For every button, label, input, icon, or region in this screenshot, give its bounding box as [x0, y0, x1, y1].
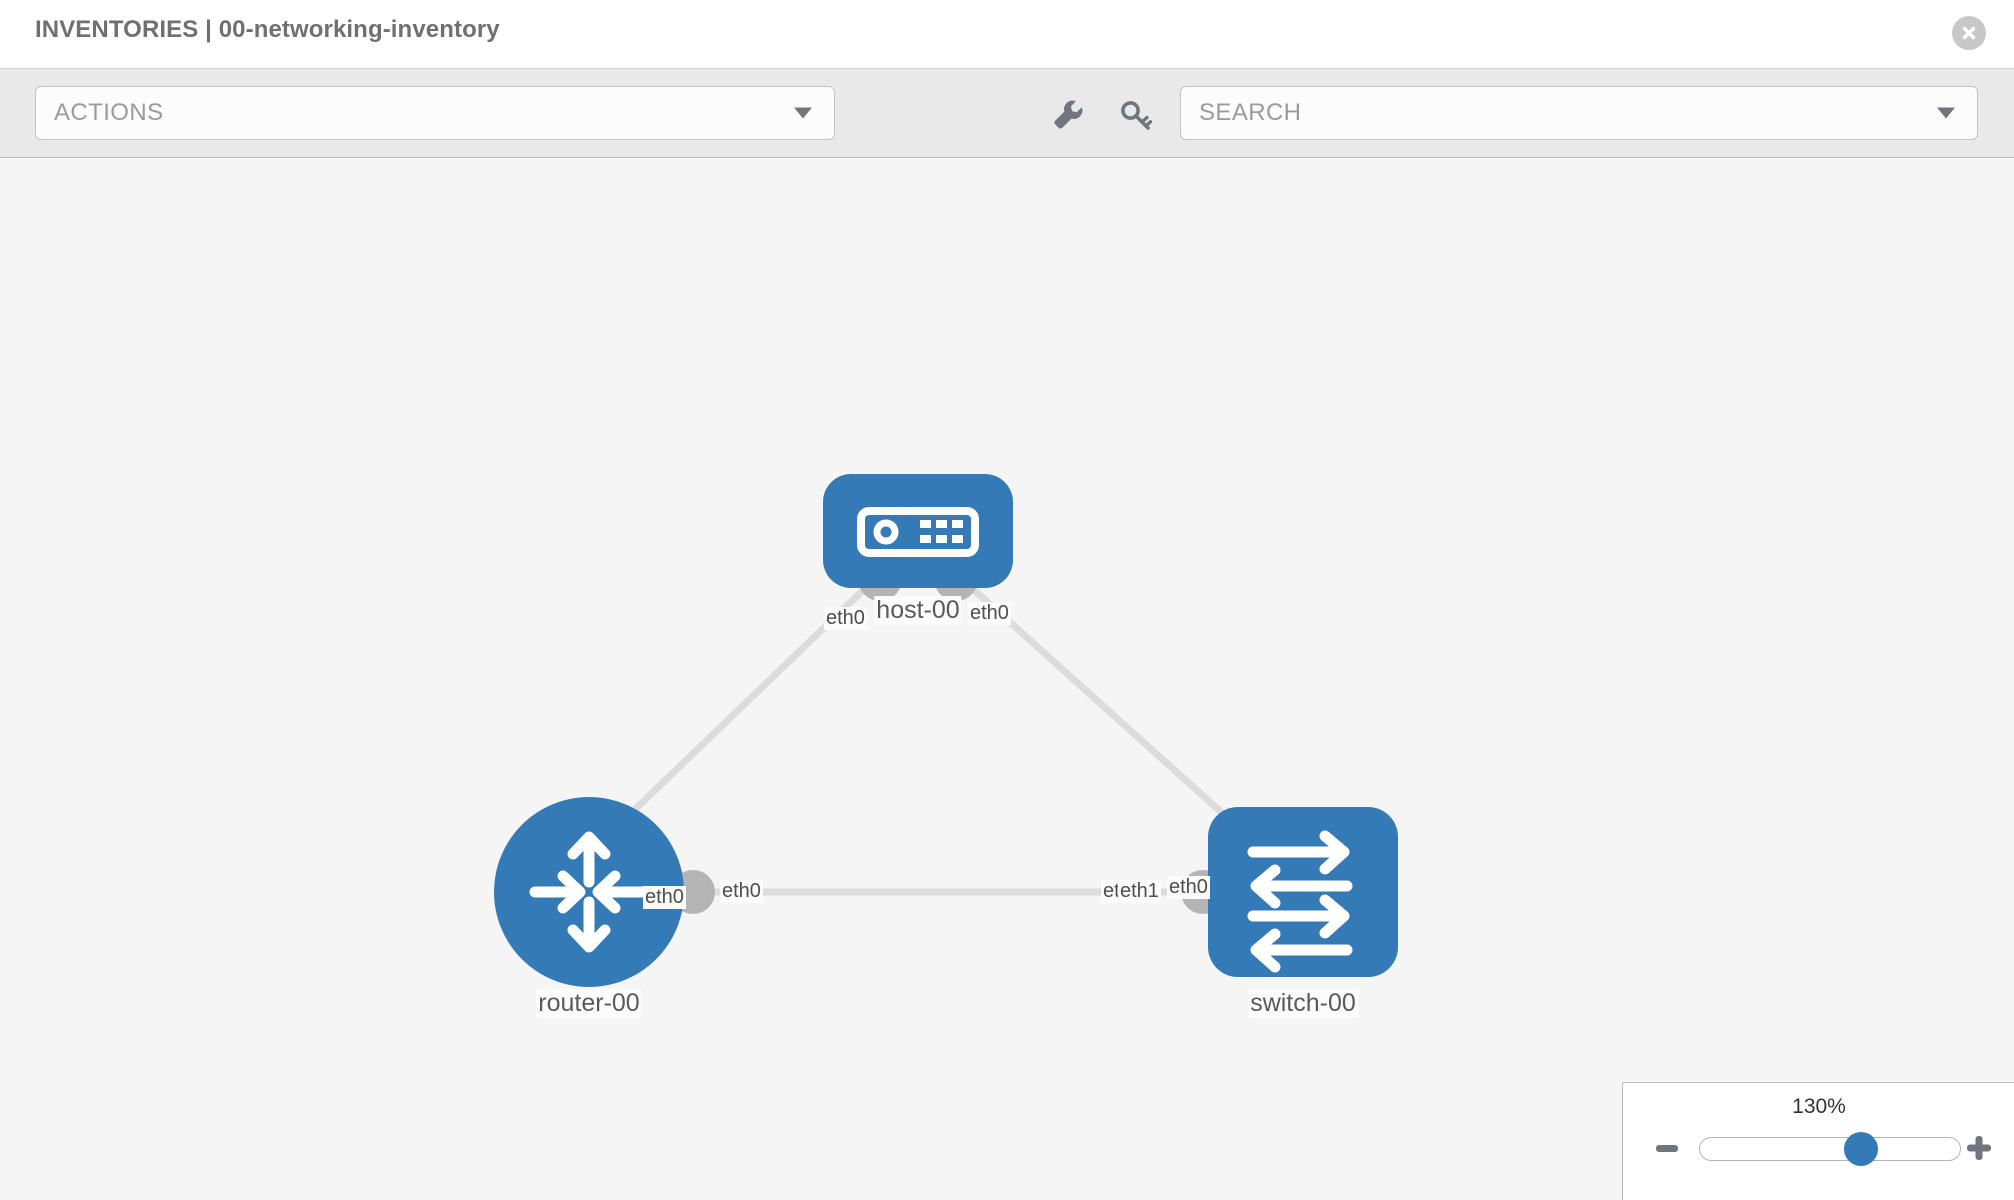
zoom-slider[interactable]	[1699, 1132, 1961, 1166]
node-label-router-00: router-00	[536, 989, 642, 1018]
node-host-00[interactable]	[823, 474, 1013, 588]
page-title: INVENTORIES | 00-networking-inventory	[35, 16, 500, 43]
zoom-out-button[interactable]	[1653, 1135, 1681, 1163]
node-router-00[interactable]	[494, 797, 684, 987]
close-icon	[1962, 26, 1976, 40]
topology-graph	[494, 474, 1398, 987]
minus-icon	[1656, 1145, 1678, 1152]
search-placeholder: SEARCH	[1199, 99, 1302, 126]
actions-dropdown[interactable]: ACTIONS	[35, 86, 835, 140]
wrench-icon[interactable]	[1050, 97, 1086, 133]
server-icon	[857, 507, 979, 557]
node-label-host-00: host-00	[874, 596, 962, 625]
edge-label-switch-left-2: eth1	[1118, 880, 1161, 903]
zoom-control-panel: 130%	[1622, 1082, 2014, 1200]
switch-arrows-icon	[1247, 830, 1353, 973]
key-icon[interactable]	[1118, 97, 1154, 133]
zoom-slider-handle[interactable]	[1844, 1132, 1878, 1166]
topology-canvas[interactable]: host-00 router-00 switch-00 eth0 eth0 et…	[0, 159, 2014, 1200]
close-button[interactable]	[1952, 16, 1986, 50]
toolbar: ACTIONS SEARCH	[0, 68, 2014, 158]
zoom-level-label: 130%	[1792, 1095, 1846, 1118]
edge-label-router-right: eth0	[720, 880, 763, 903]
chevron-down-icon	[794, 107, 812, 119]
edge-label-switch-top: eth0	[1167, 876, 1210, 899]
edge-label-host-left: eth0	[824, 607, 867, 630]
node-label-switch-00: switch-00	[1248, 989, 1358, 1018]
app-header: INVENTORIES | 00-networking-inventory	[0, 0, 2014, 68]
search-input[interactable]: SEARCH	[1180, 86, 1978, 140]
edge-label-router-top: eth0	[643, 886, 686, 909]
actions-dropdown-label: ACTIONS	[54, 99, 164, 126]
node-switch-00[interactable]	[1208, 807, 1398, 977]
zoom-in-button[interactable]	[1964, 1133, 1994, 1163]
edge-label-host-right: eth0	[968, 602, 1011, 625]
chevron-down-icon	[1937, 107, 1955, 119]
plus-icon	[1967, 1136, 1991, 1160]
router-arrows-icon	[529, 831, 649, 953]
